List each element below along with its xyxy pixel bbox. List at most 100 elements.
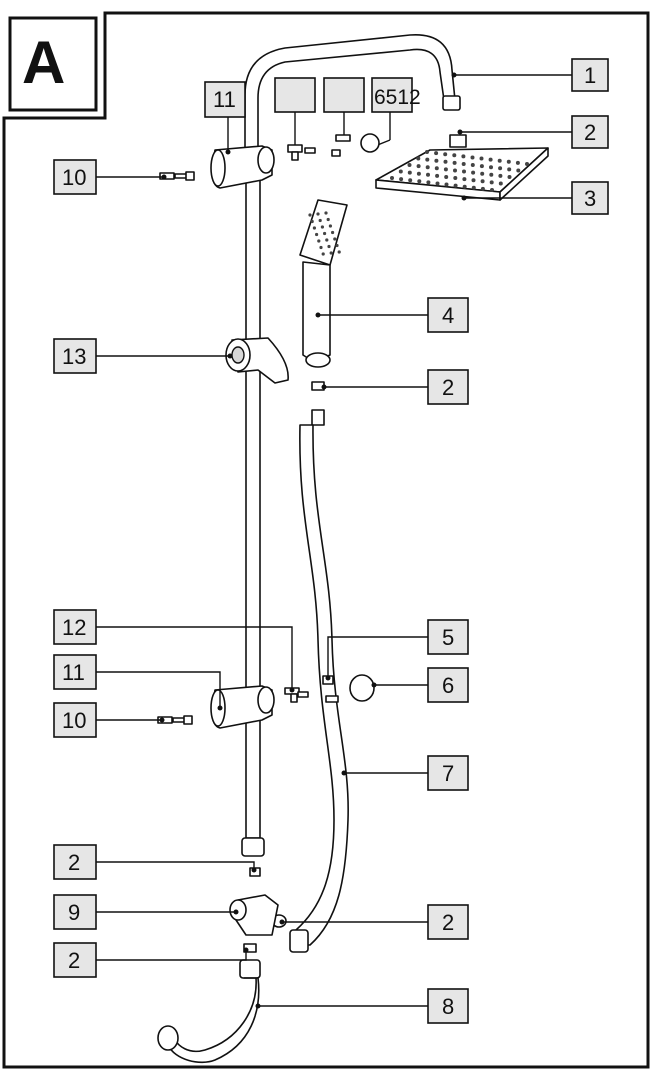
hand-shower-nozzle-dot bbox=[310, 219, 314, 224]
lower-screws bbox=[284, 687, 309, 703]
hand-shower-nozzle-dot bbox=[316, 212, 320, 216]
hand-shower-nozzle-dot bbox=[325, 238, 329, 242]
svg-text:4: 4 bbox=[442, 303, 454, 328]
nozzle-dot bbox=[489, 172, 494, 177]
nozzle-dot bbox=[462, 169, 466, 174]
hand-shower-nozzle-dot bbox=[324, 211, 328, 215]
hand-shower-nozzle-dot bbox=[320, 225, 324, 229]
hand-shower-nozzle-dot bbox=[328, 224, 332, 228]
hand-shower-nozzle-dot bbox=[326, 217, 330, 222]
svg-text:11: 11 bbox=[213, 87, 236, 112]
nozzle-dot bbox=[407, 170, 412, 175]
nozzle-dot bbox=[390, 176, 394, 180]
nozzle-dot bbox=[417, 179, 422, 184]
callout-5: 5 bbox=[427, 619, 469, 655]
svg-text:7: 7 bbox=[442, 761, 454, 786]
svg-text:9: 9 bbox=[68, 900, 80, 925]
nozzle-dot bbox=[416, 171, 421, 176]
callout-2: 2 bbox=[427, 904, 469, 940]
hand-shower-nozzle-dot bbox=[329, 251, 333, 255]
callout-2: 2 bbox=[571, 115, 609, 149]
nozzle-dot bbox=[408, 178, 413, 183]
nozzle-dot bbox=[416, 156, 421, 161]
hand-shower-nozzle-dot bbox=[323, 231, 327, 236]
nozzle-dot bbox=[471, 178, 476, 183]
callout-9: 9 bbox=[53, 894, 97, 930]
svg-text:10: 10 bbox=[62, 708, 86, 733]
nozzle-dot bbox=[398, 169, 403, 174]
svg-text:12: 12 bbox=[62, 615, 86, 640]
svg-text:2: 2 bbox=[442, 910, 454, 935]
svg-text:6: 6 bbox=[442, 673, 454, 698]
upper-wall-bracket bbox=[210, 145, 275, 189]
callout-11: 11 bbox=[53, 654, 97, 690]
svg-text:8: 8 bbox=[442, 994, 454, 1019]
nozzle-dot bbox=[453, 183, 458, 188]
nozzle-dot bbox=[425, 157, 430, 162]
nozzle-dot bbox=[489, 180, 494, 185]
hand-shower-nozzle-dot bbox=[312, 226, 316, 230]
riser-rail bbox=[241, 149, 265, 857]
nozzle-dot bbox=[479, 156, 484, 161]
svg-text:10: 10 bbox=[62, 165, 86, 190]
nozzle-dot bbox=[462, 177, 467, 182]
nozzle-dot bbox=[470, 163, 475, 167]
callout-2: 2 bbox=[53, 844, 97, 880]
callout-2: 2 bbox=[427, 369, 469, 405]
nozzle-dot bbox=[443, 152, 448, 157]
hand-shower-nozzle-dot bbox=[321, 252, 325, 256]
nozzle-dot bbox=[490, 188, 494, 192]
nozzle-dot bbox=[453, 176, 458, 180]
hand-shower-nozzle-dot bbox=[319, 245, 323, 250]
svg-text:13: 13 bbox=[62, 344, 86, 369]
nozzle-dot bbox=[480, 179, 485, 184]
svg-text:3: 3 bbox=[584, 186, 596, 211]
callout-10: 10 bbox=[53, 702, 97, 738]
nozzle-dot bbox=[452, 153, 457, 158]
panel-letter-box bbox=[8, 16, 98, 112]
svg-text:2: 2 bbox=[442, 375, 454, 400]
nozzle-dot bbox=[471, 170, 476, 175]
nozzle-dot bbox=[443, 159, 448, 164]
callout-13: 13 bbox=[53, 338, 97, 374]
nozzle-dot bbox=[426, 172, 430, 177]
nozzle-dot bbox=[416, 164, 421, 169]
shower-hose bbox=[289, 409, 349, 953]
nozzle-dot bbox=[479, 164, 484, 169]
blank-label-box bbox=[371, 77, 413, 113]
callout-6: 6 bbox=[427, 667, 469, 703]
cover-cap bbox=[349, 674, 375, 702]
hand-shower-nozzle-dot bbox=[318, 218, 322, 223]
svg-text:2: 2 bbox=[584, 120, 596, 145]
callout-11: 11 bbox=[204, 81, 246, 118]
nozzle-dot bbox=[435, 181, 440, 186]
nozzle-dot bbox=[426, 180, 431, 185]
callout-4: 4 bbox=[427, 297, 469, 333]
hand-shower-nozzle-dot bbox=[331, 230, 335, 235]
callout-3: 3 bbox=[571, 181, 609, 215]
nozzle-dot bbox=[507, 167, 512, 172]
nozzle-dot bbox=[498, 173, 503, 178]
inline-label: 6512 bbox=[374, 86, 421, 109]
hand-shower-nozzle-dot bbox=[337, 250, 341, 254]
nozzle-dot bbox=[425, 150, 429, 154]
nozzle-dot bbox=[516, 168, 521, 173]
nozzle-dot bbox=[480, 171, 485, 176]
washer bbox=[243, 943, 257, 953]
nozzle-dot bbox=[435, 173, 440, 178]
nozzle-dot bbox=[498, 166, 503, 171]
blank-label-box bbox=[274, 77, 316, 113]
nozzle-dot bbox=[489, 165, 493, 170]
panel-frame bbox=[2, 11, 650, 1069]
nozzle-dot bbox=[507, 175, 512, 179]
svg-text:11: 11 bbox=[62, 660, 85, 685]
nozzle-dot bbox=[399, 177, 404, 182]
leader-lines bbox=[96, 72, 572, 1009]
nozzle-dot bbox=[453, 168, 457, 173]
nozzle-dot bbox=[471, 185, 476, 190]
blank-label-box bbox=[323, 77, 365, 113]
upper-wall-screw bbox=[159, 171, 195, 181]
shower-arm bbox=[244, 34, 461, 151]
top-screws bbox=[287, 112, 391, 161]
